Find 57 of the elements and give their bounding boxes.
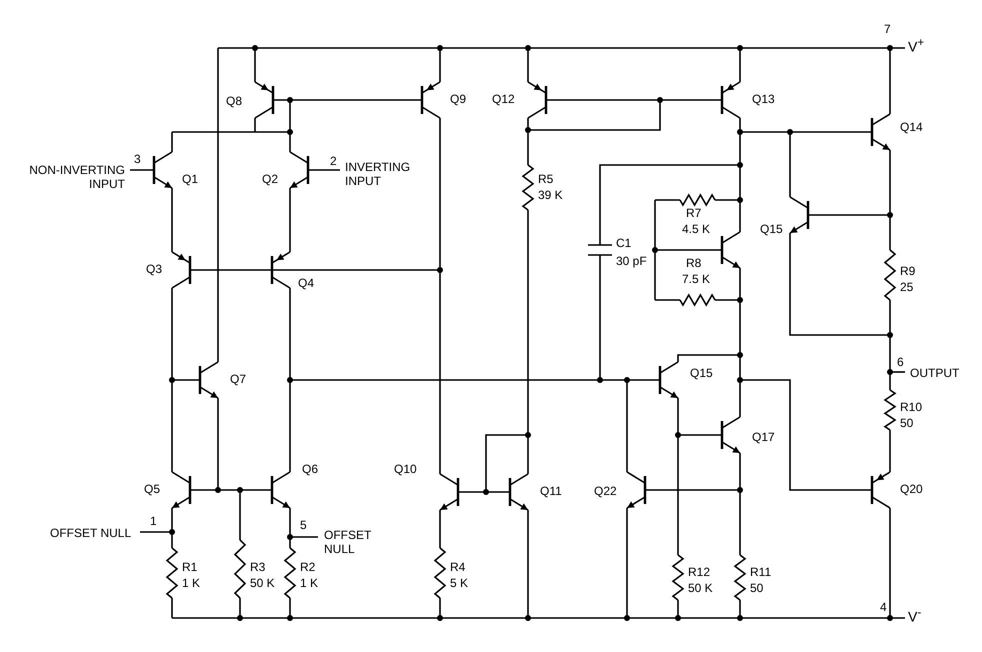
resistance-value: 5 K — [450, 576, 468, 590]
transistor-label: Q17 — [752, 430, 775, 444]
transistor-label: Q8 — [226, 94, 242, 108]
resistor-label: R8 — [686, 256, 702, 270]
transistor-label: Q4 — [298, 276, 314, 290]
transistor-label: Q5 — [144, 482, 160, 496]
resistance-value: 4.5 K — [682, 222, 710, 236]
resistance-value: 50 — [900, 416, 914, 430]
pin-number: 4 — [880, 600, 887, 614]
pin-number: 6 — [897, 355, 904, 369]
transistor-label: Q2 — [262, 172, 278, 186]
pin-label: OFFSET NULL — [324, 528, 372, 556]
supply-label: V$^{+}$ — [908, 36, 924, 54]
pin-label: NON-INVERTING INPUT — [28, 163, 125, 191]
resistor-label: R11 — [750, 565, 772, 579]
transistor-label: Q1 — [182, 172, 198, 186]
transistor-label: Q7 — [230, 372, 246, 386]
supply-label: V$^{-}$ — [908, 606, 922, 624]
resistance-value: 7.5 K — [682, 272, 710, 286]
resistance-value: 25 — [900, 280, 914, 294]
resistor-label: R12 — [688, 565, 710, 579]
transistor-label: Q12 — [492, 92, 515, 106]
pin-label: OFFSET NULL — [50, 526, 132, 540]
resistance-value: 50 K — [688, 581, 713, 595]
transistor-label: Q13 — [752, 92, 775, 106]
transistor-label: Q15 — [690, 366, 713, 380]
resistor-label: R2 — [300, 560, 316, 574]
pin-number: 1 — [150, 514, 157, 528]
transistor-label: Q9 — [450, 92, 466, 106]
resistance-value: 1 K — [300, 576, 318, 590]
resistance-value: 1 K — [182, 576, 200, 590]
resistance-value: 50 — [750, 581, 764, 595]
capacitor-label: C1 — [616, 236, 632, 250]
resistor-label: R7 — [686, 206, 702, 220]
resistor-label: R4 — [450, 560, 466, 574]
resistor-label: R10 — [900, 400, 922, 414]
pin-label: INVERTING INPUT — [345, 160, 412, 188]
transistor-label: Q11 — [540, 484, 562, 498]
transistor-label: Q14 — [900, 120, 923, 134]
resistance-value: 50 K — [250, 576, 275, 590]
pin-number: 2 — [330, 154, 337, 168]
transistor-label: Q15 — [760, 222, 783, 236]
resistance-value: 39 K — [538, 188, 563, 202]
resistor-label: R5 — [538, 172, 554, 186]
pin-label: OUTPUT — [910, 366, 960, 380]
pin-number: 7 — [884, 22, 891, 36]
resistor-label: R1 — [182, 560, 198, 574]
pin-number: 3 — [134, 152, 141, 166]
capacitance-value: 30 pF — [616, 254, 647, 268]
resistor-label: R9 — [900, 264, 916, 278]
transistor-label: Q6 — [302, 462, 318, 476]
resistor-label: R3 — [250, 560, 266, 574]
pin-number: 5 — [300, 518, 307, 532]
transistor-label: Q10 — [394, 462, 417, 476]
transistor-label: Q22 — [594, 484, 617, 498]
transistor-label: Q20 — [900, 482, 923, 496]
transistor-label: Q3 — [146, 262, 162, 276]
